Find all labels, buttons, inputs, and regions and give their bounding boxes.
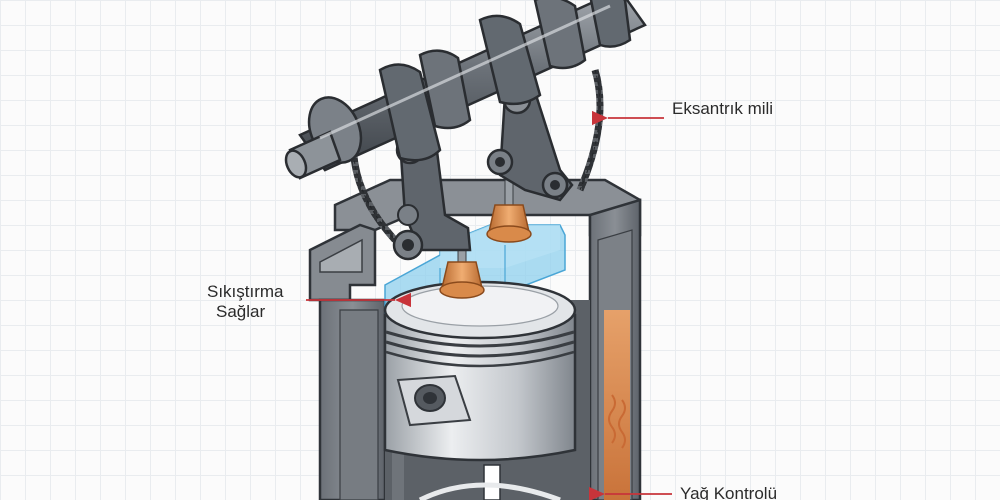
compression-label-line2: Sağlar	[216, 302, 266, 321]
oil-control-label: Yağ Kontrolü	[680, 484, 778, 500]
camshaft	[284, 0, 647, 180]
compression-label-line1: Sıkıştırma	[207, 282, 284, 301]
exhaust-valve	[486, 179, 532, 243]
piston	[383, 280, 577, 500]
intake-valve	[439, 237, 485, 299]
compression-label: Sıkıştırma Sağlar	[207, 282, 284, 322]
leader-arrows	[306, 110, 672, 500]
heat-zone	[604, 310, 630, 500]
camshaft-label: Eksantrık mili	[672, 99, 774, 118]
